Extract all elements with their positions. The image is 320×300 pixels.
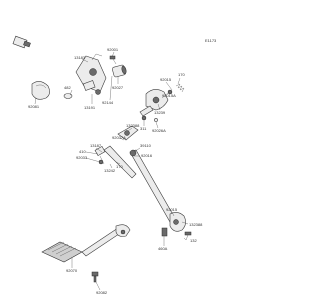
seal-part (31, 81, 50, 100)
nut-parts (141, 115, 158, 122)
collar-part (112, 64, 127, 78)
pedal-part (41, 224, 131, 263)
label-92016: 92016 (141, 153, 153, 158)
label-132: 132 (190, 238, 197, 243)
label-92015a: 92015A (162, 93, 176, 98)
label-92033: 92033 (76, 155, 88, 160)
label-92026a: 92026A (152, 128, 166, 133)
label-13183: 13183 (74, 55, 86, 60)
label-92001-a: 92001 (107, 47, 119, 52)
label-170b: 170 (116, 164, 123, 169)
shift-lever-part (129, 149, 186, 237)
bolt-part-bottom (91, 271, 99, 283)
page-code: E1173 (205, 38, 217, 43)
parts-diagram: E1173 (12, 35, 217, 295)
label-13239: 13239 (154, 110, 166, 115)
label-460a: 460A (158, 246, 168, 251)
clip-part (63, 93, 73, 99)
label-410: 410 (79, 149, 86, 154)
label-13242: 13242 (104, 168, 116, 173)
label-13187: 13187 (90, 143, 102, 148)
spring-part-right (167, 83, 185, 95)
label-92027: 92027 (112, 85, 124, 90)
bolt-part-top (109, 55, 117, 65)
label-92070: 92070 (66, 268, 78, 273)
label-92037a: 92037A (112, 135, 126, 140)
shift-shaft-part (75, 53, 107, 95)
label-92015b: 92015 (166, 207, 178, 212)
label-39110: 39110 (140, 143, 152, 148)
label-311: 311 (140, 126, 147, 131)
part-labels: 13183 92001 92027 482 13191 92144 92081 … (28, 47, 203, 295)
leader-lines (34, 51, 189, 291)
label-13191: 13191 (84, 105, 96, 110)
label-132388b: 132388 (189, 222, 203, 227)
label-92082: 92082 (96, 290, 108, 295)
label-92081: 92081 (28, 104, 40, 109)
label-170: 170 (178, 72, 185, 77)
label-92144: 92144 (102, 100, 114, 105)
bolt-part-right (184, 231, 192, 241)
label-132388: 132388 (126, 123, 140, 128)
bracket-part-right (139, 89, 169, 117)
gasket-icon (12, 35, 31, 49)
label-92015: 92015 (160, 77, 172, 82)
label-482: 482 (64, 85, 71, 90)
shift-linkage-part (94, 125, 139, 179)
